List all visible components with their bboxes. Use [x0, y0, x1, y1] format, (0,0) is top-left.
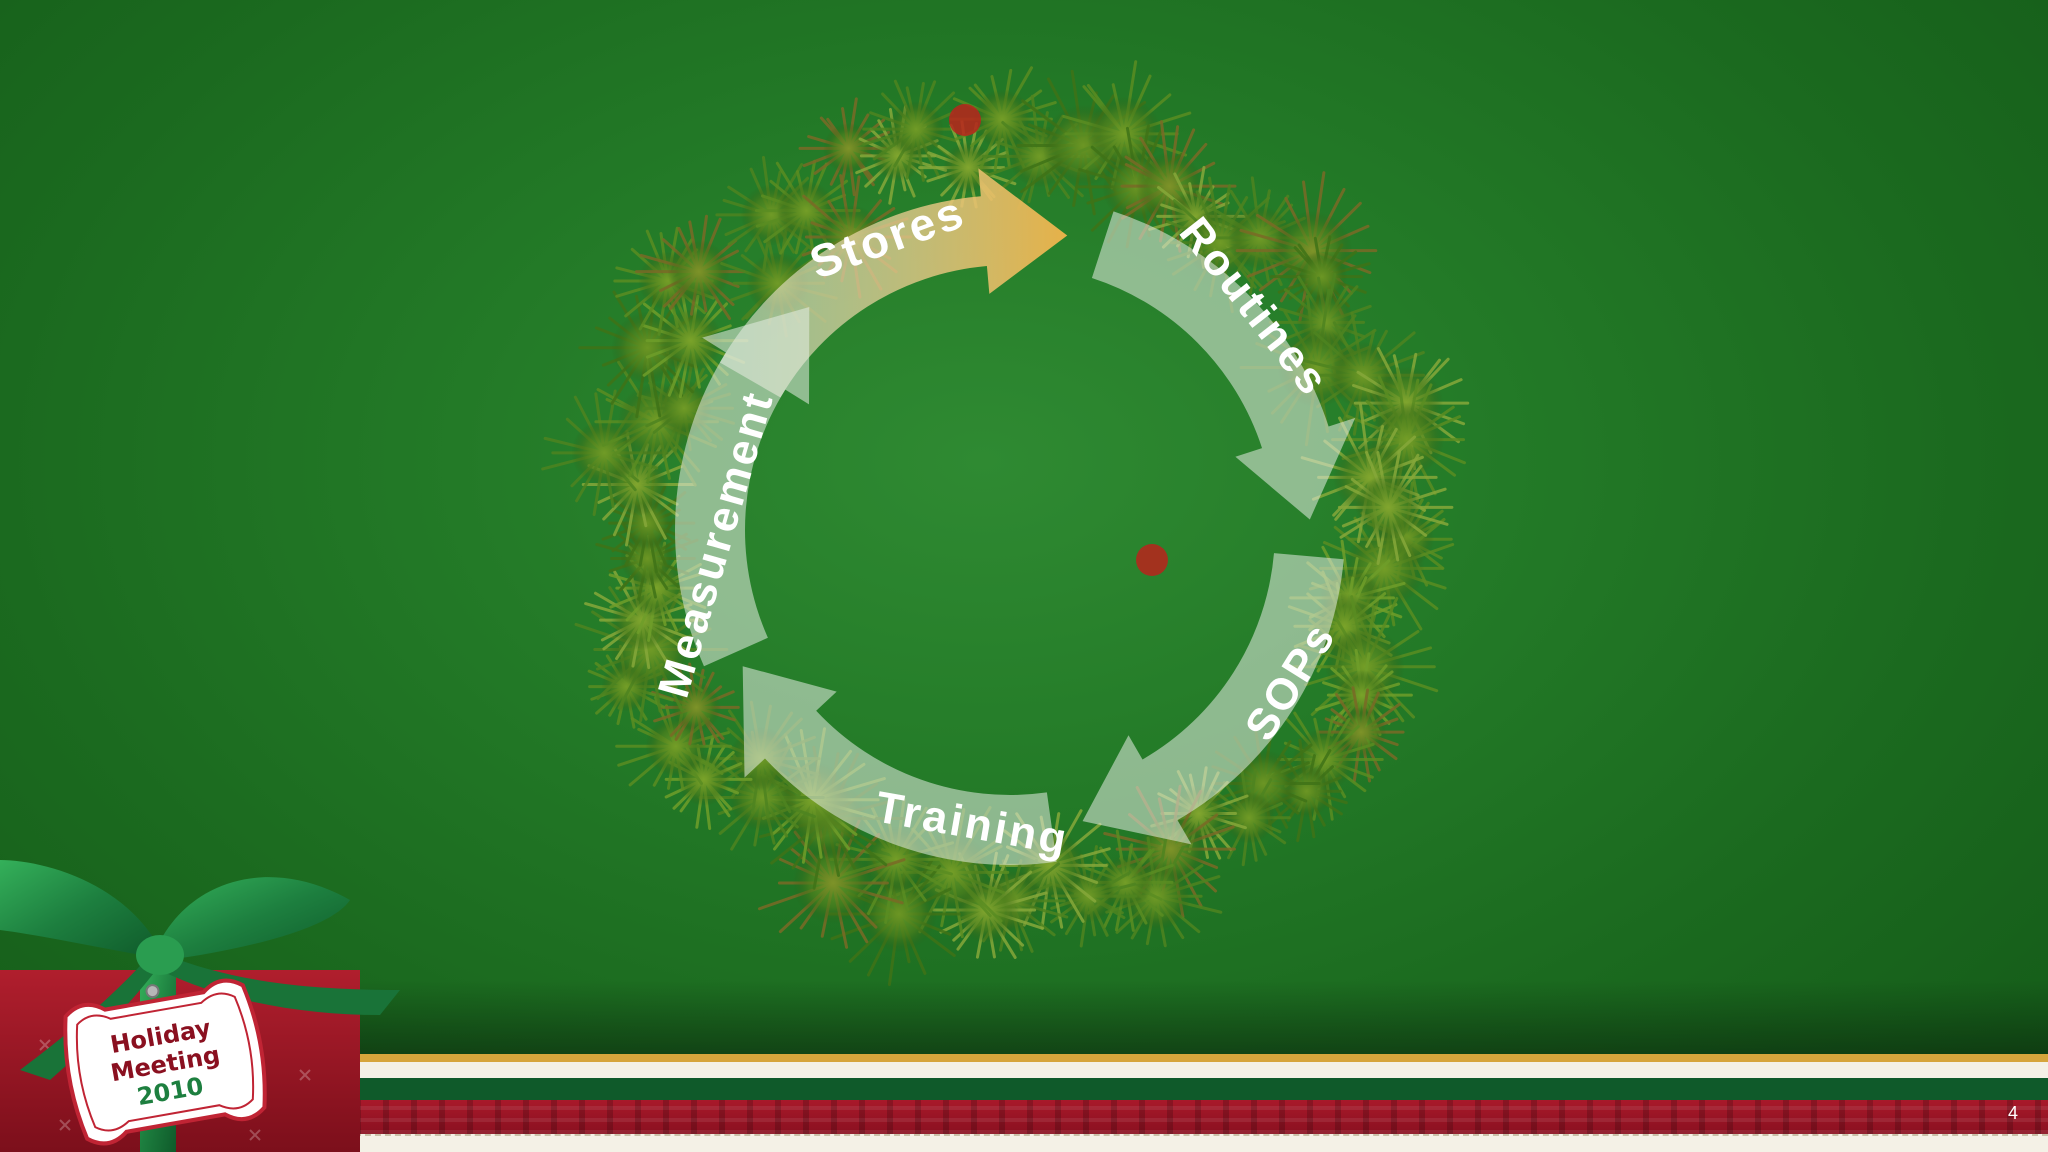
footer-stripe-gold: [355, 1054, 2048, 1062]
berry: [1136, 544, 1168, 576]
footer-stripe-green: [355, 1078, 2048, 1100]
cycle-arrow-measurement: [675, 307, 810, 667]
footer-stripe-bottom: [355, 1134, 2048, 1152]
cycle-arrow-training: [742, 666, 1057, 865]
pine-cluster: [641, 288, 749, 399]
pine-cluster: [757, 819, 906, 949]
pine-cluster: [798, 97, 900, 197]
page-number: 4: [2007, 1103, 2018, 1123]
cycle-arrow-sops: [1082, 553, 1344, 845]
berry: [949, 104, 981, 136]
pine-cluster: [1337, 450, 1454, 565]
gift-box: Holiday Meeting 2010: [0, 860, 400, 1152]
cycle-arrow-routines: [1091, 211, 1356, 520]
pine-cluster: [1197, 769, 1291, 867]
footer-stripe-white: [355, 1062, 2048, 1078]
cycle-arrows: [675, 168, 1356, 865]
footer-stripe-plaid: [355, 1100, 2048, 1134]
holiday-badge: Holiday Meeting 2010: [63, 978, 267, 1146]
pine-cluster: [861, 79, 961, 182]
